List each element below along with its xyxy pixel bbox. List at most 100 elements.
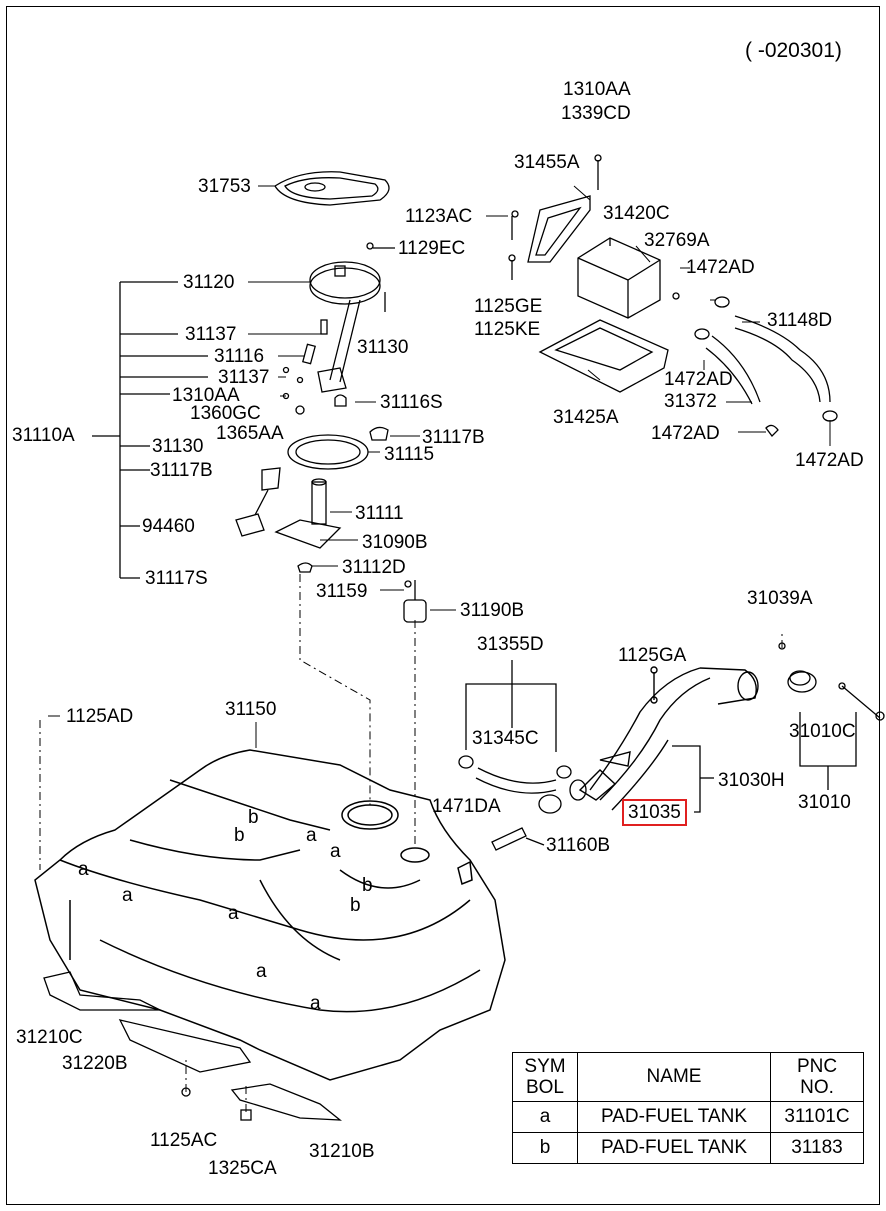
model-code: ( -020301) — [745, 39, 842, 62]
pad-mark-a: a — [122, 885, 133, 906]
label-1310AA: 1310AA — [563, 79, 631, 100]
part-31117B — [369, 426, 389, 441]
label-1125GE: 1125GE — [474, 296, 543, 317]
pad-mark-b: b — [362, 875, 373, 896]
hose-31372 — [694, 328, 779, 437]
label-1360GC: 1360GC — [190, 403, 261, 424]
label-31090B: 31090B — [362, 532, 428, 553]
legend-col-pnc: PNC NO. — [770, 1052, 864, 1102]
legend-header-row: SYM BOL NAME PNC NO. — [512, 1052, 864, 1102]
label-1472AD: 1472AD — [664, 369, 733, 390]
label-1123AC: 1123AC — [405, 206, 473, 227]
clips-small — [282, 366, 305, 415]
label-31116S: 31116S — [380, 392, 443, 413]
legend-col-name: NAME — [577, 1052, 771, 1102]
legend-name: PAD-FUEL TANK — [577, 1101, 771, 1133]
label-31010C: 31010C — [789, 721, 856, 742]
legend-pnc: 31183 — [770, 1132, 864, 1164]
valve-31190B — [403, 580, 427, 623]
label-31039A: 31039A — [747, 588, 813, 609]
fuel-tank-31150 — [34, 749, 506, 1081]
label-31035-highlighted[interactable]: 31035 — [622, 799, 687, 826]
bracket-31455A — [508, 154, 602, 280]
label-1125GA: 1125GA — [618, 645, 687, 666]
label-31137: 31137 — [185, 324, 237, 345]
label-31159: 31159 — [316, 581, 368, 602]
label-1125AC: 1125AC — [150, 1130, 218, 1151]
label-31117B: 31117B — [422, 427, 485, 448]
screw-1129EC — [366, 242, 395, 250]
bracket-31030H-31010 — [672, 712, 857, 813]
label-1325CA: 1325CA — [208, 1158, 277, 1179]
label-31115: 31115 — [384, 444, 435, 465]
label-31160B: 31160B — [546, 835, 611, 856]
grommet-31112D — [297, 562, 313, 573]
label-31455A: 31455A — [514, 152, 580, 173]
label-31420C: 31420C — [603, 203, 670, 224]
tank-straps — [43, 971, 342, 1121]
sender-94460 — [235, 467, 281, 537]
label-1472AD: 1472AD — [795, 450, 864, 471]
label-31130: 31130 — [152, 436, 204, 457]
pump-assembly-31120 — [309, 261, 386, 393]
gasket-31115 — [287, 434, 369, 470]
label-1365AA: 1365AA — [216, 423, 284, 444]
label-31210B: 31210B — [309, 1141, 375, 1162]
label-31148D: 31148D — [767, 310, 833, 331]
label-31117B: 31117B — [150, 460, 213, 481]
fuel-cap-31010C — [778, 642, 885, 721]
label-32769A: 32769A — [644, 230, 710, 251]
hose-31345C — [458, 660, 587, 814]
filter-31116 — [302, 319, 328, 365]
pad-mark-a: a — [310, 993, 321, 1014]
label-1310AA: 1310AA — [172, 385, 240, 406]
label-1472AD: 1472AD — [686, 257, 755, 278]
label-31030H: 31030H — [718, 770, 785, 791]
legend-table: SYM BOL NAME PNC NO. a PAD-FUEL TANK 311… — [512, 1052, 864, 1164]
label-31116: 31116 — [214, 346, 265, 367]
label-31112D: 31112D — [342, 557, 406, 578]
label-31190B: 31190B — [460, 600, 525, 621]
pad-mark-b: b — [350, 895, 361, 916]
legend-pnc: 31101C — [770, 1101, 864, 1133]
pad-mark-a: a — [256, 961, 267, 982]
label-31120: 31120 — [183, 272, 235, 293]
pad-mark-b: b — [234, 825, 245, 846]
canister-31420C — [577, 237, 680, 319]
legend-row: b PAD-FUEL TANK 31183 — [512, 1132, 864, 1164]
label-31753: 31753 — [198, 176, 251, 197]
tray-31425A — [538, 319, 669, 393]
label-94460: 94460 — [142, 516, 195, 537]
pad-mark-a: a — [78, 859, 89, 880]
label-31137: 31137 — [218, 367, 270, 388]
label-31111: 31111 — [355, 503, 404, 524]
pad-mark-a: a — [228, 903, 239, 924]
legend-col-symbol: SYM BOL — [512, 1052, 578, 1102]
label-1125KE: 1125KE — [474, 319, 541, 340]
label-31355D: 31355D — [477, 634, 544, 655]
bracket-31110A — [92, 281, 208, 579]
dashed-guides — [39, 574, 783, 1112]
label-31110A: 31110A — [12, 425, 75, 446]
label-31150: 31150 — [225, 699, 277, 720]
label-1471DA: 1471DA — [432, 796, 501, 817]
label-1339CD: 1339CD — [561, 103, 631, 124]
label-31010: 31010 — [798, 792, 851, 813]
pad-mark-b: b — [248, 807, 259, 828]
leader-lines — [48, 185, 831, 748]
legend-symbol: b — [512, 1132, 578, 1164]
gasket-31753 — [274, 171, 390, 206]
label-31210C: 31210C — [16, 1027, 83, 1048]
part-31116S — [334, 394, 347, 407]
hose-31148D — [714, 296, 838, 422]
label-31220B: 31220B — [62, 1053, 128, 1074]
label-1125AD: 1125AD — [66, 706, 134, 727]
label-31130: 31130 — [357, 337, 409, 358]
pad-mark-a: a — [306, 825, 317, 846]
diagram-frame — [6, 6, 880, 1205]
label-31425A: 31425A — [553, 407, 619, 428]
label-1472AD: 1472AD — [651, 423, 720, 444]
pump-31111 — [274, 478, 342, 549]
label-1129EC: 1129EC — [398, 238, 466, 259]
pad-mark-a: a — [330, 841, 341, 862]
